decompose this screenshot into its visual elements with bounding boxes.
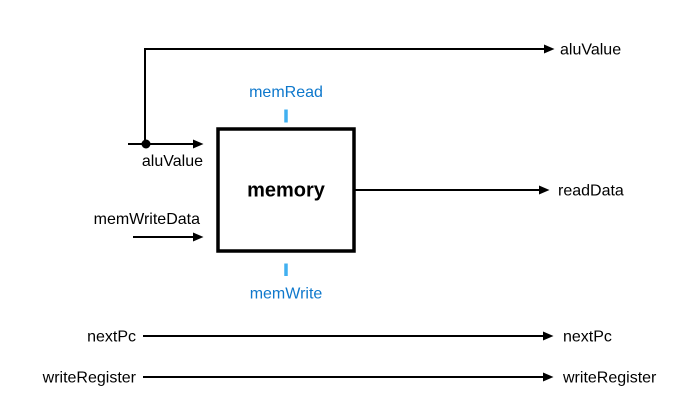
memwritedata-arrowhead — [193, 232, 204, 242]
writeregister-right-label: writeRegister — [562, 370, 657, 387]
memread-label: memRead — [249, 84, 323, 101]
memwritedata-label: memWriteData — [94, 211, 200, 228]
nextpc-right-label: nextPc — [563, 329, 612, 346]
memory-block-label: memory — [247, 180, 326, 202]
readdata-label: readData — [558, 183, 624, 200]
aluvalue-junction-dot — [141, 139, 151, 149]
nextpc-left-label: nextPc — [87, 329, 136, 346]
memwrite-label: memWrite — [250, 286, 323, 303]
aluvalue-out-label: aluValue — [560, 42, 621, 59]
aluvalue-bypass-wire — [144, 48, 545, 144]
aluvalue-in-arrowhead — [193, 139, 204, 149]
nextpc-arrowhead — [543, 331, 554, 341]
aluvalue-out-arrowhead — [544, 44, 555, 54]
aluvalue-in-label: aluValue — [142, 153, 203, 170]
memory-block — [216, 127, 356, 253]
writeregister-arrowhead — [543, 372, 554, 382]
writeregister-left-label: writeRegister — [42, 370, 137, 387]
readdata-arrowhead — [539, 185, 550, 195]
